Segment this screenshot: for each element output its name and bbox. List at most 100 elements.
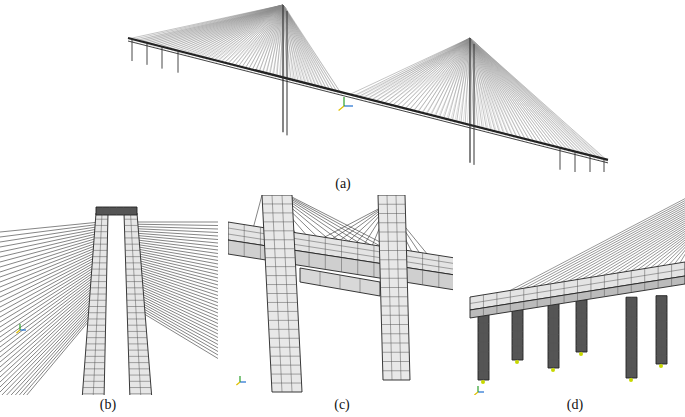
pier <box>162 47 163 69</box>
mesh-line <box>84 375 105 376</box>
mesh-line <box>576 345 587 346</box>
mesh-line <box>266 275 296 276</box>
stay-cable <box>242 5 283 67</box>
pier <box>132 39 133 61</box>
mesh-line <box>272 383 302 384</box>
stay-cable <box>470 38 512 136</box>
panel-label: (b) <box>98 397 118 413</box>
mesh-line <box>512 345 523 346</box>
stay-cable <box>134 226 218 229</box>
pier <box>147 43 148 65</box>
mesh-line <box>91 275 106 276</box>
mesh-line <box>577 293 578 301</box>
mesh-line <box>82 393 104 394</box>
pier <box>575 152 576 172</box>
mesh-line <box>127 294 144 295</box>
mesh-line <box>128 343 147 344</box>
mesh-line <box>265 248 295 249</box>
stay-cable <box>393 38 470 105</box>
mesh-line <box>438 255 439 272</box>
stay-cable <box>155 5 284 45</box>
mesh-line <box>309 235 310 253</box>
mesh-line <box>478 323 489 324</box>
mesh-line <box>126 269 142 270</box>
mesh-line <box>626 317 637 318</box>
mesh-line <box>357 260 358 275</box>
mesh-line <box>658 280 659 288</box>
mesh-line <box>130 207 131 215</box>
mesh-line <box>379 232 406 233</box>
mesh-line <box>267 284 297 285</box>
mesh-line <box>102 207 103 215</box>
mesh-line <box>548 309 559 310</box>
mesh-line <box>383 361 410 362</box>
mesh-line <box>88 325 106 326</box>
axis-z <box>474 392 478 395</box>
mesh-line <box>381 315 408 316</box>
mesh-line <box>130 387 151 388</box>
mesh-line <box>129 368 150 369</box>
panel-label: (c) <box>332 397 352 413</box>
mesh-line <box>373 263 374 278</box>
mesh-line <box>262 203 292 204</box>
mesh-line <box>128 337 147 338</box>
stay-cable <box>472 40 570 153</box>
axis-z <box>236 382 240 385</box>
stay-cable <box>0 268 100 337</box>
mesh-line <box>89 300 106 301</box>
mesh-line <box>109 207 110 215</box>
stay-cable <box>371 38 470 100</box>
mesh-line <box>380 269 407 270</box>
pier <box>178 51 179 73</box>
mesh-line <box>126 287 143 288</box>
stay-cable <box>0 257 100 312</box>
mesh-line <box>125 231 139 232</box>
stay-cable <box>461 38 470 123</box>
mesh-line <box>548 326 559 327</box>
mesh-line <box>271 374 301 375</box>
mesh-line <box>360 279 361 293</box>
mesh-line <box>86 350 105 351</box>
mesh-line <box>86 343 105 344</box>
mesh-line <box>124 219 137 220</box>
mesh-line <box>116 207 117 215</box>
mesh-line <box>90 287 106 288</box>
stay-cable <box>228 5 283 63</box>
pier <box>604 159 605 172</box>
stay-cable <box>472 40 608 162</box>
mesh-line <box>576 332 587 333</box>
panel-label: (a) <box>333 176 353 192</box>
stay-cable <box>0 248 100 292</box>
mesh-line <box>438 273 439 288</box>
mesh-line <box>383 370 410 371</box>
stay-cable <box>134 222 218 223</box>
axis-x <box>344 105 353 106</box>
mesh-line <box>550 297 551 305</box>
stay-cable <box>134 237 218 246</box>
mesh-line <box>548 342 559 343</box>
pier <box>590 155 591 172</box>
mesh-line <box>373 245 374 262</box>
stay-cable <box>470 38 508 134</box>
mesh-line <box>523 302 524 310</box>
mesh-line <box>125 237 139 238</box>
stay-cable <box>354 38 470 95</box>
stay-cable <box>134 253 218 271</box>
stay-cable <box>363 38 470 98</box>
axis-x <box>20 329 26 330</box>
support-marker <box>629 378 633 382</box>
stay-cable <box>134 242 218 254</box>
mesh-line <box>380 278 407 279</box>
stay-cable <box>134 270 218 299</box>
pier-column <box>656 296 667 364</box>
pier-column <box>626 297 637 378</box>
mesh-line <box>124 225 138 226</box>
stay-cable <box>0 259 100 317</box>
mesh-line <box>93 250 107 251</box>
mesh-line <box>626 337 637 338</box>
mesh-line <box>95 231 108 232</box>
mesh-line <box>548 317 559 318</box>
stay-cable <box>283 5 323 87</box>
mesh-line <box>357 243 358 260</box>
stay-cable <box>0 251 100 297</box>
